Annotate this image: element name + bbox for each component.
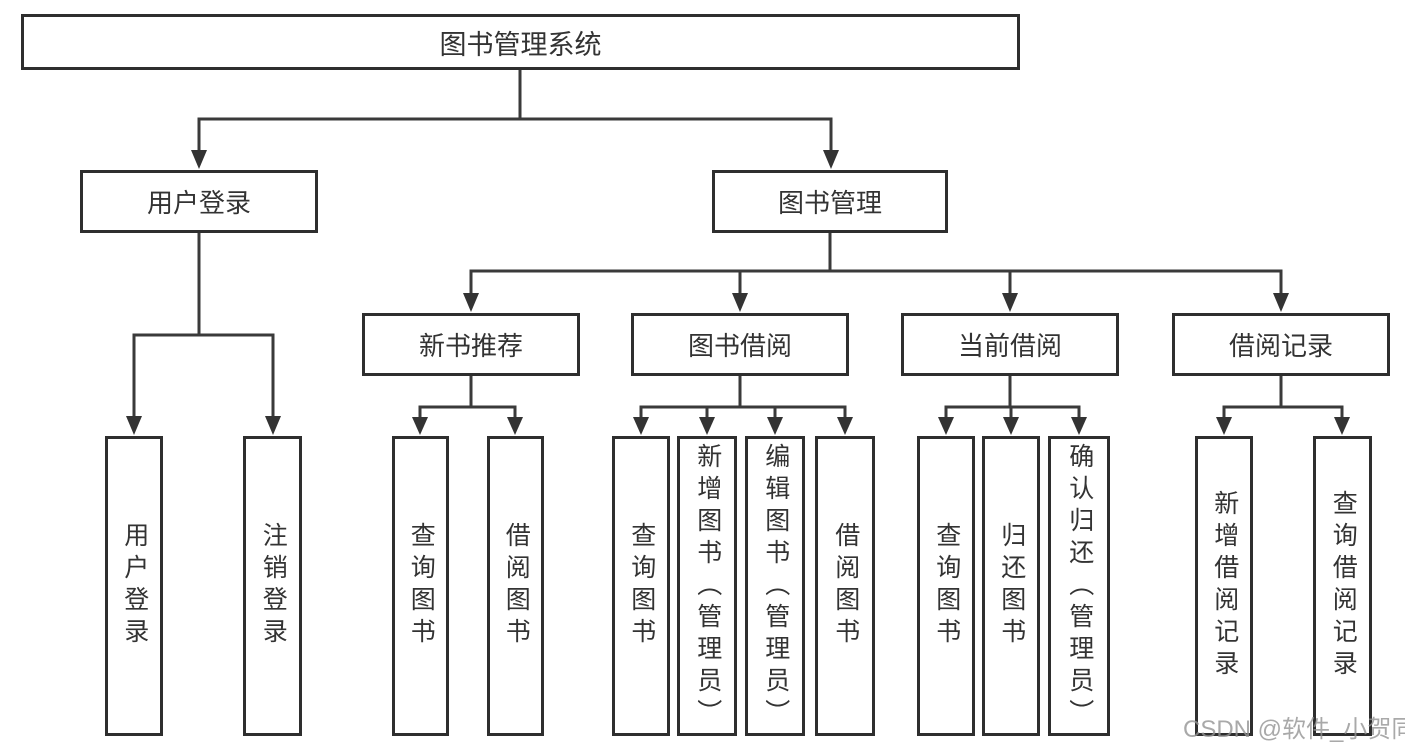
leaf-add-book-admin: 新增图书（管理员） xyxy=(677,436,737,736)
connector-new-book-to-leaves xyxy=(412,375,523,435)
leaf-query-books-recommend-label: 查询图书 xyxy=(407,522,436,650)
leaf-query-books-current-label: 查询图书 xyxy=(932,522,961,650)
leaf-query-borrow-record-label: 查询借阅记录 xyxy=(1329,490,1358,682)
leaf-edit-book-admin: 编辑图书（管理员） xyxy=(745,436,805,736)
leaf-query-books-borrow-label: 查询图书 xyxy=(627,522,656,650)
node-root-label: 图书管理系统 xyxy=(439,29,602,60)
leaf-query-borrow-record: 查询借阅记录 xyxy=(1313,436,1372,736)
connector-root-to-branches xyxy=(191,69,839,169)
node-book-borrow: 图书借阅 xyxy=(631,313,849,376)
leaf-logout: 注销登录 xyxy=(243,436,302,736)
leaf-add-book-admin-label: 新增图书（管理员） xyxy=(693,443,722,731)
node-user-login-label: 用户登录 xyxy=(146,188,251,218)
leaf-user-login-label: 用户登录 xyxy=(120,522,149,650)
leaf-query-books-current: 查询图书 xyxy=(917,436,975,736)
leaf-add-borrow-record: 新增借阅记录 xyxy=(1195,436,1253,736)
leaf-add-borrow-record-label: 新增借阅记录 xyxy=(1210,490,1239,682)
leaf-return-books: 归还图书 xyxy=(982,436,1040,736)
node-book-management-label: 图书管理 xyxy=(777,188,882,218)
connector-current-borrow-to-leaves xyxy=(938,375,1087,435)
leaf-borrow-books-recommend: 借阅图书 xyxy=(487,436,544,736)
node-root-library-system: 图书管理系统 xyxy=(21,14,1020,70)
connector-book-borrow-to-leaves xyxy=(633,375,853,435)
leaf-user-login: 用户登录 xyxy=(105,436,163,736)
node-new-book-recommend: 新书推荐 xyxy=(362,313,580,376)
connector-records-to-leaves xyxy=(1216,375,1350,435)
node-borrow-records-label: 借阅记录 xyxy=(1228,331,1333,361)
node-book-management: 图书管理 xyxy=(712,170,948,233)
connector-book-mgmt-to-groups xyxy=(463,232,1289,312)
leaf-query-books-recommend: 查询图书 xyxy=(392,436,449,736)
node-current-borrow-label: 当前借阅 xyxy=(957,331,1062,361)
leaf-borrow-books-label: 借阅图书 xyxy=(831,522,860,650)
leaf-borrow-books: 借阅图书 xyxy=(815,436,875,736)
leaf-confirm-return-admin-label: 确认归还（管理员） xyxy=(1065,443,1094,731)
leaf-confirm-return-admin: 确认归还（管理员） xyxy=(1048,436,1110,736)
node-borrow-records: 借阅记录 xyxy=(1172,313,1390,376)
leaf-logout-label: 注销登录 xyxy=(259,522,288,650)
node-user-login: 用户登录 xyxy=(80,170,318,233)
node-new-book-recommend-label: 新书推荐 xyxy=(418,331,523,361)
node-current-borrow: 当前借阅 xyxy=(901,313,1119,376)
leaf-borrow-books-recommend-label: 借阅图书 xyxy=(502,522,531,650)
leaf-query-books-borrow: 查询图书 xyxy=(612,436,670,736)
leaf-return-books-label: 归还图书 xyxy=(997,522,1026,650)
node-book-borrow-label: 图书借阅 xyxy=(687,331,792,361)
csdn-watermark: CSDN @软件_小贺同学 xyxy=(1183,716,1405,743)
leaf-edit-book-admin-label: 编辑图书（管理员） xyxy=(761,443,790,731)
connector-user-login-to-leaves xyxy=(126,233,281,435)
